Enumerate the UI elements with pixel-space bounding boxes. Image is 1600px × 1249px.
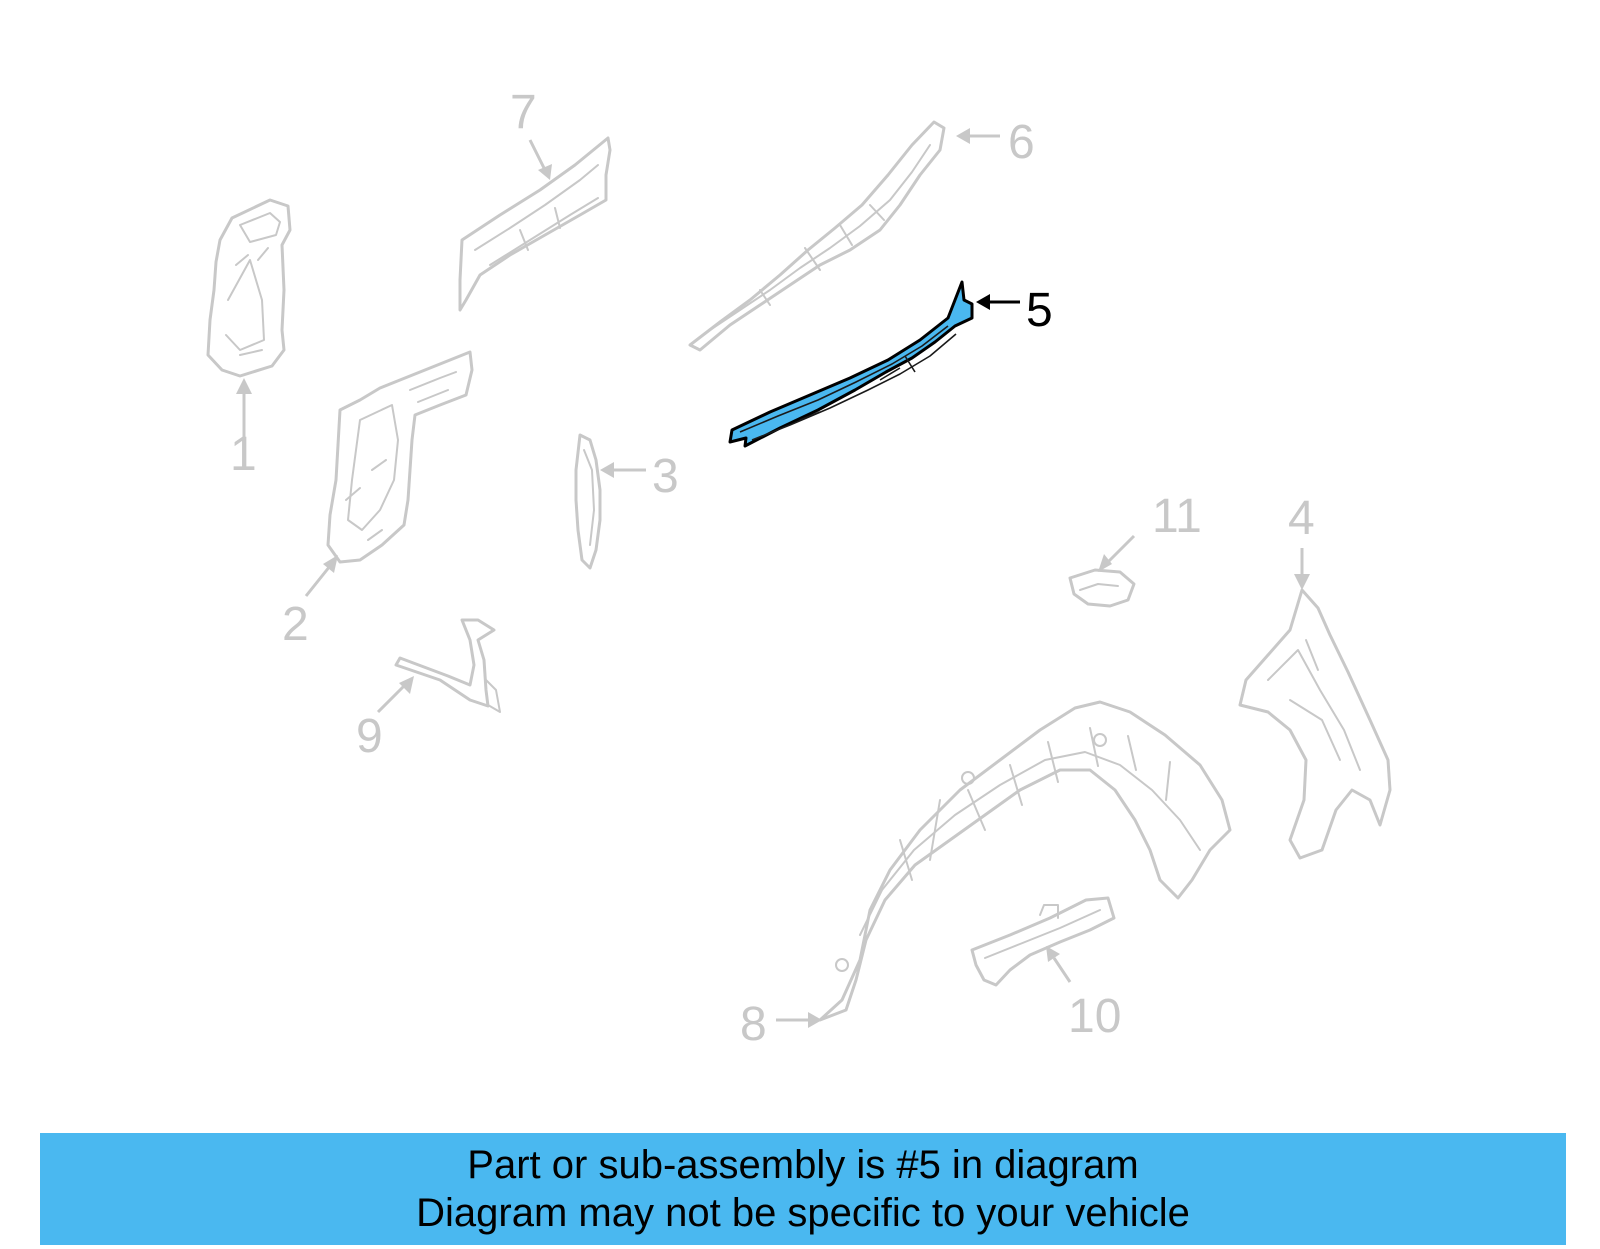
callout-9: 9 <box>356 676 414 763</box>
part-2 <box>326 350 474 564</box>
part-9 <box>394 618 501 713</box>
part-5-highlighted <box>728 280 974 448</box>
svg-text:7: 7 <box>510 86 537 139</box>
part-1 <box>206 198 292 378</box>
part-11 <box>1068 568 1136 608</box>
callout-11: 11 <box>1098 490 1202 572</box>
parts-diagram: 1 2 3 7 6 <box>206 86 1392 1051</box>
part-10 <box>970 896 1116 987</box>
part-3 <box>574 433 602 570</box>
info-banner: Part or sub-assembly is #5 in diagram Di… <box>40 1133 1566 1245</box>
callout-6: 6 <box>956 116 1035 169</box>
svg-text:5: 5 <box>1026 284 1053 337</box>
banner-line-part: Part or sub-assembly is #5 in diagram <box>467 1143 1139 1187</box>
banner-line-disclaimer: Diagram may not be specific to your vehi… <box>416 1191 1190 1235</box>
callout-3: 3 <box>600 450 679 503</box>
callout-1: 1 <box>230 378 257 481</box>
svg-text:2: 2 <box>282 598 309 651</box>
part-8 <box>818 700 1232 1022</box>
callout-10: 10 <box>1046 946 1121 1043</box>
svg-text:6: 6 <box>1008 116 1035 169</box>
svg-text:1: 1 <box>230 428 257 481</box>
svg-text:9: 9 <box>356 710 383 763</box>
callout-5: 5 <box>976 284 1053 337</box>
callout-8: 8 <box>740 998 822 1051</box>
svg-text:10: 10 <box>1068 990 1121 1043</box>
svg-text:4: 4 <box>1288 492 1315 545</box>
part-6 <box>688 120 946 352</box>
callout-4: 4 <box>1288 492 1315 590</box>
part-7 <box>458 136 612 312</box>
callout-7: 7 <box>510 86 552 180</box>
part-4 <box>1238 588 1392 860</box>
svg-text:8: 8 <box>740 998 767 1051</box>
svg-text:11: 11 <box>1152 490 1202 543</box>
svg-text:3: 3 <box>652 450 679 503</box>
callout-2: 2 <box>282 555 338 651</box>
